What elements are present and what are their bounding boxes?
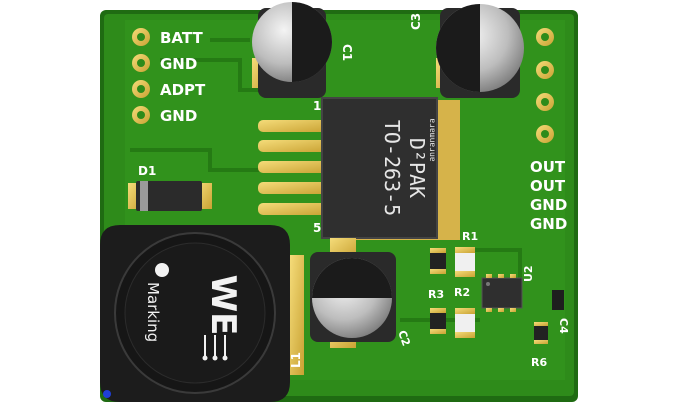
designator-r2: R2: [454, 286, 470, 299]
resistor-r3: [430, 248, 446, 274]
header-pad[interactable]: [132, 80, 150, 98]
ic-leads: [258, 120, 328, 215]
capacitor-can-icon: [252, 2, 332, 82]
designator-pin1: 1: [313, 99, 321, 113]
designator-d1: D1: [138, 164, 156, 178]
designator-r3: R3: [428, 288, 444, 301]
header-pad[interactable]: [536, 93, 554, 111]
label-gnd-3: GND: [530, 196, 567, 214]
left-header: [132, 28, 150, 124]
label-out-1: OUT: [530, 158, 566, 176]
inductor-marking: Marking: [144, 282, 162, 342]
capacitor-can-icon: [436, 4, 524, 92]
resistor-r1: [455, 247, 475, 277]
pin-one-dot-icon: [486, 282, 490, 286]
inductor-logo-text: WE: [203, 275, 243, 336]
right-header: [536, 28, 554, 143]
resistor-r6: [534, 322, 548, 344]
designator-c1: C1: [340, 44, 354, 61]
designator-r6: R6: [531, 356, 547, 369]
resistor-r2: [455, 308, 475, 338]
designator-l1: L1: [289, 352, 303, 368]
designator-c4: C4: [557, 318, 570, 334]
origin-marker: [103, 390, 111, 398]
label-gnd-2: GND: [160, 107, 197, 125]
ic-d2pak: [321, 97, 438, 239]
header-pad[interactable]: [536, 125, 554, 143]
label-adpt: ADPT: [160, 81, 206, 99]
inductor-logo-icon: WE: [202, 275, 243, 361]
capacitor-c3: [436, 4, 524, 98]
header-pad[interactable]: [536, 61, 554, 79]
header-pad[interactable]: [132, 106, 150, 124]
label-batt: BATT: [160, 29, 203, 47]
designator-c2: C2: [395, 329, 413, 348]
designator-u2: U2: [522, 265, 535, 282]
capacitor-c1: [252, 2, 332, 98]
inductor-pad-right: [290, 255, 304, 375]
header-pad[interactable]: [132, 28, 150, 46]
label-gnd-1: GND: [160, 55, 197, 73]
inductor-l1: Marking WE: [100, 225, 290, 402]
label-gnd-4: GND: [530, 215, 567, 233]
capacitor-can-icon: [312, 258, 392, 338]
ic-small-marking: ɐɹɐɯuɐɹuɐ: [428, 118, 437, 162]
diode-d1: [128, 181, 212, 211]
ic-u2: [481, 274, 523, 312]
resistor-r3b: [430, 308, 446, 334]
capacitor-c4: [552, 290, 564, 310]
header-pad[interactable]: [132, 54, 150, 72]
ic-line1: D²PAK: [405, 138, 429, 198]
designator-pin5: 5: [313, 221, 321, 235]
pin-one-dot-icon: [155, 263, 169, 277]
designator-r1: R1: [462, 230, 478, 243]
header-pad[interactable]: [536, 28, 554, 46]
label-out-2: OUT: [530, 177, 566, 195]
designator-c3: C3: [409, 13, 423, 30]
capacitor-c2: [310, 238, 396, 348]
ic-line2: TO-263-5: [380, 120, 404, 216]
